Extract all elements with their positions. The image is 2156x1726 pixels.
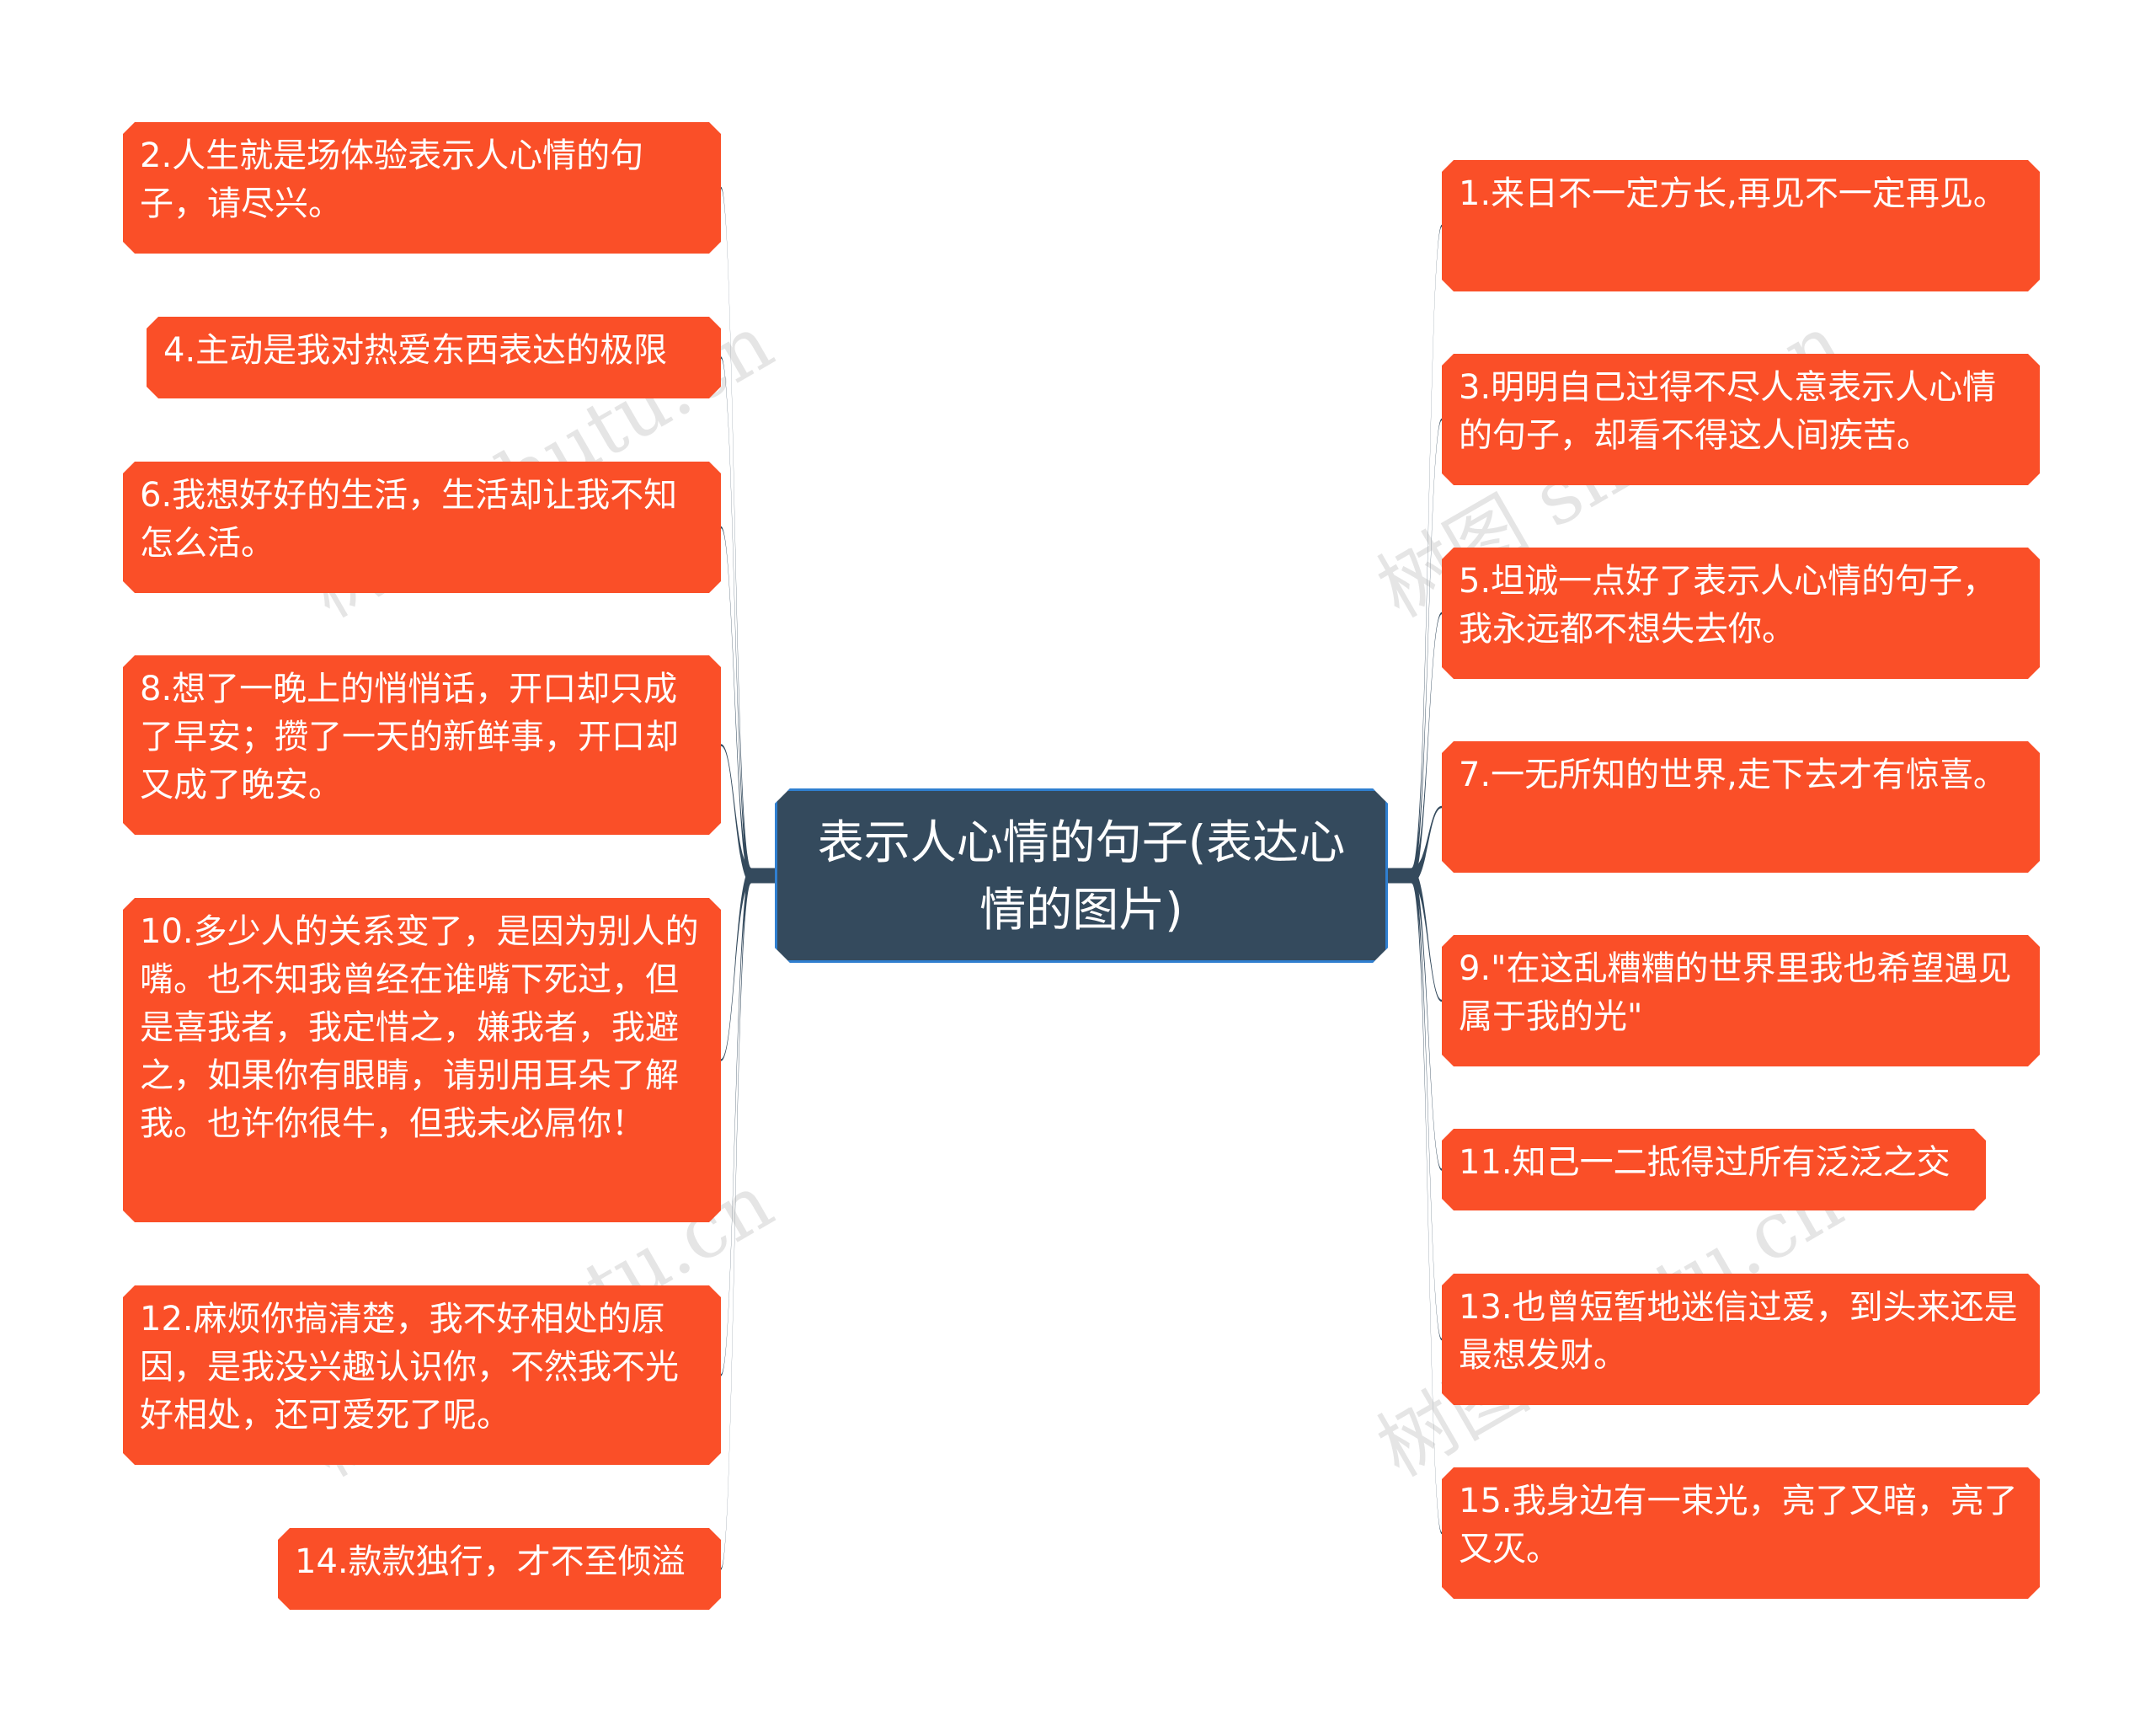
connector-line [721,868,751,1570]
branch-node-14[interactable]: 14.款款独行，才不至倾溢 [278,1528,721,1610]
connector-stub [751,868,775,884]
branch-node-15[interactable]: 15.我身边有一束光，亮了又暗，亮了又灭。 [1442,1467,2040,1599]
connector-line [721,186,751,884]
branch-node-8[interactable]: 8.想了一晚上的悄悄话，开口却只成了早安；攒了一天的新鲜事，开口却又成了晚安。 [123,655,721,835]
connector-line [1412,418,1442,884]
connector-line [721,868,751,1376]
branch-node-10[interactable]: 10.多少人的关系变了，是因为别人的嘴。也不知我曾经在谁嘴下死过，但是喜我者，我… [123,898,721,1222]
branch-node-6[interactable]: 6.我想好好的生活，生活却让我不知怎么活。 [123,462,721,593]
connector-line [721,356,751,884]
branch-node-9[interactable]: 9."在这乱糟糟的世界里我也希望遇见属于我的光" [1442,935,2040,1066]
connector-line [1412,805,1442,884]
connector-line [721,744,751,884]
connector-line [1412,868,1442,1535]
branch-node-11[interactable]: 11.知己一二抵得过所有泛泛之交 [1442,1129,1986,1210]
connector-stub [1388,868,1412,884]
connector-line [1412,868,1442,1171]
connector-line [1412,868,1442,1341]
branch-node-13[interactable]: 13.也曾短暂地迷信过爱，到头来还是最想发财。 [1442,1274,2040,1405]
branch-node-5[interactable]: 5.坦诚一点好了表示人心情的句子，我永远都不想失去你。 [1442,548,2040,679]
connector-line [1412,224,1442,884]
branch-node-4[interactable]: 4.主动是我对热爱东西表达的极限 [147,317,721,398]
branch-node-2[interactable]: 2.人生就是场体验表示人心情的句子，请尽兴。 [123,122,721,254]
branch-node-7[interactable]: 7.一无所知的世界,走下去才有惊喜。 [1442,741,2040,873]
central-topic[interactable]: 表示人心情的句子(表达心情的图片) [775,788,1388,963]
branch-node-12[interactable]: 12.麻烦你搞清楚，我不好相处的原因，是我没兴趣认识你，不然我不光好相处，还可爱… [123,1285,721,1465]
branch-node-1[interactable]: 1.来日不一定方长,再见不一定再见。 [1442,160,2040,291]
branch-node-3[interactable]: 3.明明自己过得不尽人意表示人心情的句子，却看不得这人间疾苦。 [1442,354,2040,485]
